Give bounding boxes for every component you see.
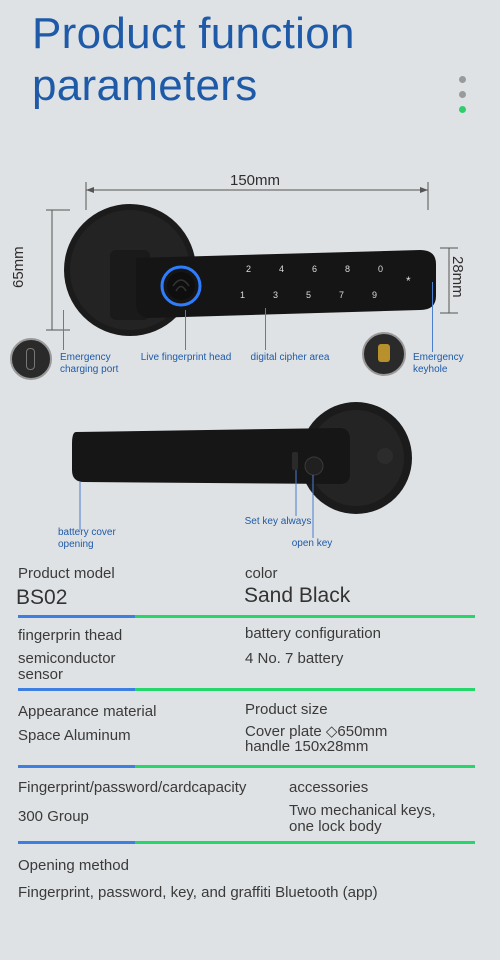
lock-back-drawing: [72, 402, 412, 538]
spec-label-fingerprint: fingerprin thead: [18, 627, 123, 644]
keypad-digit: 9: [372, 290, 378, 300]
callout-line: [432, 282, 433, 352]
spec-label-model: Product model: [18, 565, 115, 582]
spec-value-size-2: handle 150x28mm: [245, 738, 369, 755]
spec-value-capacity: 300 Group: [18, 808, 89, 825]
lock-drawing: [46, 182, 458, 336]
product-illustration: 2 4 6 8 0 1 3 5 7 9 * 150mm 65mm 28mm Em…: [0, 160, 500, 560]
spec-label-size: Product size: [245, 701, 328, 718]
spec-value-fingerprint: semiconductor sensor: [18, 650, 116, 683]
width-dimension: 150mm: [230, 172, 281, 189]
pager-dot[interactable]: [459, 76, 466, 83]
divider-blue: [18, 765, 135, 768]
callout-line: [185, 310, 186, 350]
spec-value-color: Sand Black: [244, 584, 351, 607]
pager-dot[interactable]: [459, 91, 466, 98]
spec-label-accessories: accessories: [289, 779, 369, 796]
callout-line: [63, 310, 64, 350]
callout-charging-port: Emergency charging port: [60, 352, 119, 375]
divider-green: [135, 615, 475, 618]
usb-port-icon: [26, 348, 35, 370]
keypad-digit: 2: [246, 264, 252, 274]
keypad-digit: 5: [306, 290, 312, 300]
title-line-1: Product function: [32, 9, 355, 58]
callout-set-key: Set key always: [244, 516, 312, 527]
spec-label-opening: Opening method: [18, 857, 129, 874]
spec-value-opening: Fingerprint, password, key, and graffiti…: [18, 884, 378, 901]
keypad-digit: 7: [339, 290, 345, 300]
spec-label-capacity: Fingerprint/password/cardcapacity: [18, 779, 247, 796]
divider-green: [135, 841, 475, 844]
spec-label-color: color: [245, 565, 278, 582]
divider-blue: [18, 688, 135, 691]
divider-blue: [18, 841, 135, 844]
spec-value-battery: 4 No. 7 battery: [245, 650, 344, 667]
spec-value-accessories-2: one lock body: [289, 818, 382, 835]
spec-value-material: Space Aluminum: [18, 727, 131, 744]
divider-green: [135, 688, 475, 691]
pager-dots[interactable]: [459, 76, 466, 121]
spec-value-accessories-1: Two mechanical keys,: [289, 802, 436, 819]
spec-label-material: Appearance material: [18, 703, 157, 720]
spec-label-battery: battery configuration: [245, 625, 381, 642]
keypad-digit: 4: [279, 264, 285, 274]
divider-green: [135, 765, 475, 768]
keypad-digit: 6: [312, 264, 318, 274]
keypad-digit: 8: [345, 264, 351, 274]
callout-line: [265, 308, 266, 350]
charging-port-inset: [10, 338, 52, 380]
keypad-star: *: [406, 274, 411, 288]
spec-value-model: BS02: [16, 586, 68, 609]
divider-blue: [18, 615, 135, 618]
keypad-digit: 1: [240, 290, 246, 300]
callout-fingerprint-head: Live fingerprint head: [140, 352, 232, 363]
callout-cipher-area: digital cipher area: [250, 352, 330, 363]
keyhole-inset: [362, 332, 406, 376]
page-title: Product function parameters: [32, 8, 355, 112]
callout-keyhole: Emergency keyhole: [413, 352, 464, 375]
pager-dot-active[interactable]: [459, 106, 466, 113]
keyhole-icon: [378, 344, 390, 362]
title-line-2: parameters: [32, 61, 258, 110]
callout-battery-cover: battery cover opening: [58, 527, 116, 550]
spec-value-size-1: Cover plate ◇650mm: [245, 723, 388, 740]
callout-open-key: open key: [291, 538, 333, 549]
keypad-digit: 3: [273, 290, 279, 300]
keypad-digit: 0: [378, 264, 384, 274]
